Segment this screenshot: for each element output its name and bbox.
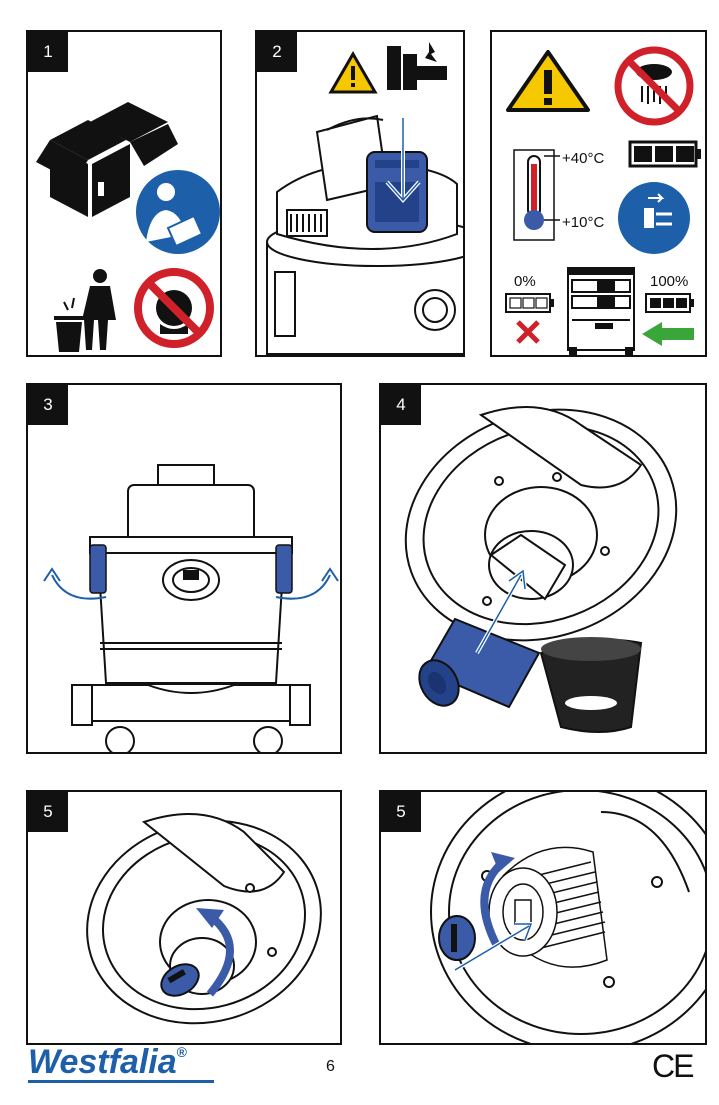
filter-twist-illustration	[86, 813, 322, 1025]
temp-low-label: +10°C	[562, 214, 605, 231]
step-number-badge: 4	[381, 385, 421, 425]
warning-icon	[328, 51, 378, 94]
battery-insert-illustration	[266, 42, 463, 355]
unpack-illustration	[36, 102, 220, 352]
info-symbols	[505, 46, 701, 355]
filter-cap	[438, 915, 476, 961]
panel-step-5-twist: 5	[26, 790, 342, 1045]
charger-cabinet-icon	[567, 267, 635, 355]
temperature-range-icon	[513, 149, 560, 241]
full-battery-icon	[628, 140, 701, 168]
panel-step-3: 3	[26, 383, 342, 754]
twist-arrow	[206, 912, 234, 997]
side-latch-left	[89, 544, 107, 594]
brand-underline	[28, 1080, 214, 1083]
no-rain-icon	[614, 46, 694, 126]
cartridge-filter	[488, 846, 608, 968]
filter-cap	[160, 963, 200, 997]
full-battery-small-icon	[645, 293, 694, 313]
brand-name: Westfalia	[28, 1043, 177, 1081]
green-arrow-icon	[642, 322, 694, 346]
foam-filter	[539, 637, 643, 733]
vacuum-front-illustration	[43, 464, 339, 752]
twist-arrow	[480, 859, 506, 948]
temp-high-label: +40°C	[562, 150, 605, 167]
read-manual-icon	[136, 170, 220, 254]
cross-icon	[516, 320, 540, 344]
side-latch-right	[275, 544, 293, 594]
empty-battery-icon	[505, 293, 554, 313]
waste-bin-icon	[54, 269, 116, 352]
battery-fire-icon	[387, 42, 447, 90]
filter-removal-illustration	[404, 406, 678, 733]
panel-step-1: 1	[26, 30, 222, 357]
blue-filter-sleeve	[418, 617, 541, 709]
panel-step-5-remove: 5	[379, 790, 707, 1045]
ce-mark: CE	[652, 1048, 694, 1084]
vacuum-head	[266, 114, 463, 355]
brand-logo: Westfalia®	[28, 1043, 187, 1082]
open-box-icon	[36, 102, 178, 217]
unplug-charger-icon	[618, 182, 690, 254]
step-number-badge: 5	[28, 792, 68, 832]
unlatch-arrow-left	[43, 567, 107, 600]
page-number: 6	[326, 1058, 335, 1075]
step-number-badge: 3	[28, 385, 68, 425]
step-number-badge: 1	[28, 32, 68, 72]
charge-empty-label: 0%	[514, 273, 536, 290]
filter-remove-illustration	[430, 792, 705, 1043]
unlatch-arrow-right	[275, 567, 339, 600]
registered-mark: ®	[176, 1043, 187, 1060]
step-number-badge: 2	[257, 32, 297, 72]
panel-step-4: 4	[379, 383, 707, 754]
no-household-waste-icon	[134, 268, 214, 348]
charge-full-label: 100%	[650, 273, 689, 290]
warning-icon	[506, 50, 590, 112]
panel-step-2: 2	[255, 30, 465, 357]
step-number-badge: 5	[381, 792, 421, 832]
panel-info-symbols: +40°C +10°C 0% 100%	[490, 30, 707, 357]
